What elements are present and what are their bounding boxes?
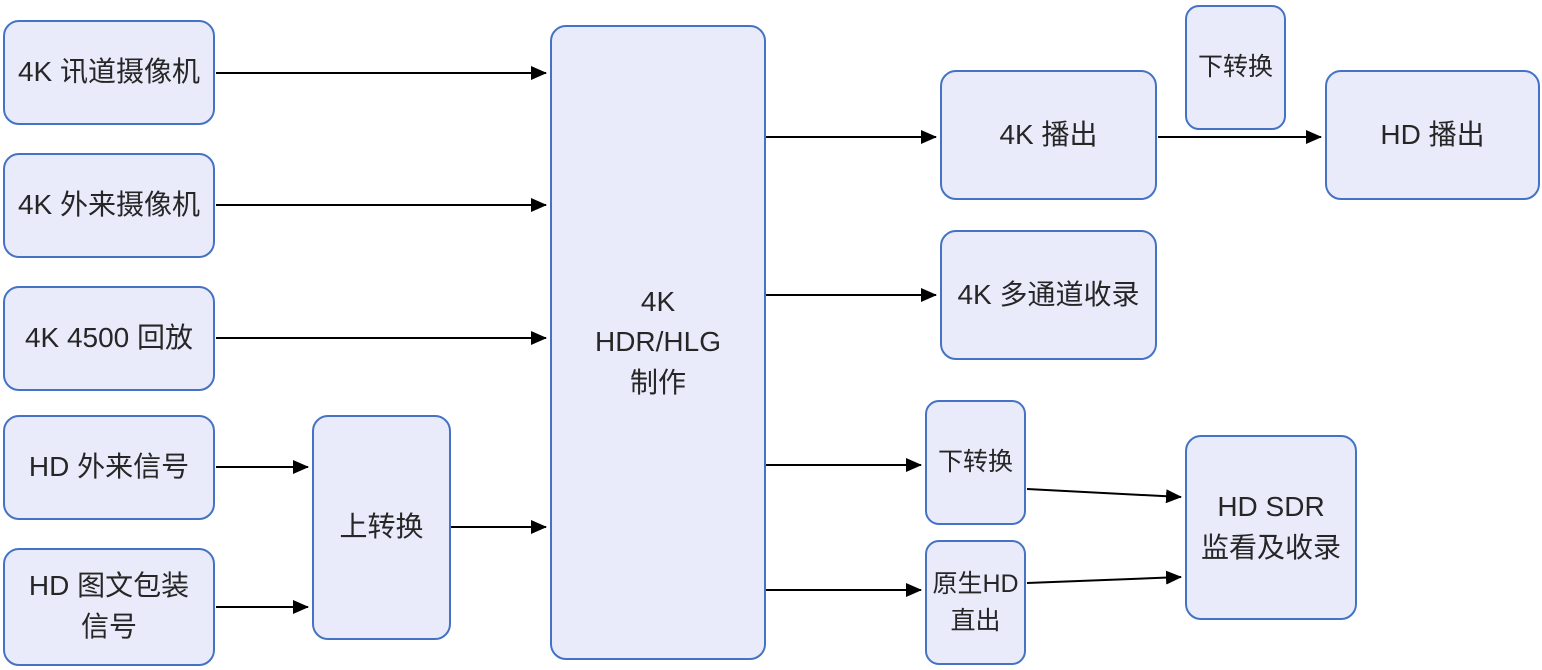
- node-hd-external-signal: HD 外来信号: [3, 415, 215, 520]
- arrow-downconvert-to-hd-sdr: [1026, 488, 1182, 504]
- node-label: 4K 播出: [999, 118, 1098, 150]
- node-label: 4K 外来摄像机: [17, 189, 201, 221]
- node-hd-broadcast: HD 播出: [1325, 70, 1540, 200]
- node-label: 下转换: [1197, 53, 1273, 82]
- node-label: 下转换: [937, 448, 1013, 477]
- node-4k-broadcast: 4K 播出: [940, 70, 1157, 200]
- node-label: 4K 多通道收录: [957, 278, 1140, 310]
- node-label: HD 外来信号: [28, 451, 190, 483]
- node-down-convert-top: 下转换: [1185, 5, 1286, 130]
- node-4k-multichannel-record: 4K 多通道收录: [940, 230, 1157, 360]
- node-4k-channel-camera: 4K 讯道摄像机: [3, 20, 215, 125]
- node-label: HDR/HLG: [594, 326, 721, 358]
- node-label: 信号: [80, 611, 137, 642]
- node-label: 上转换: [339, 511, 424, 543]
- node-label: 4K: [640, 285, 676, 317]
- node-up-convert: 上转换: [312, 415, 451, 640]
- node-4k-hdr-hlg-production: 4K HDR/HLG 制作: [550, 25, 766, 660]
- node-label: HD 图文包装: [28, 570, 190, 602]
- node-label: 4K 4500 回放: [24, 322, 194, 354]
- node-label: HD 播出: [1380, 118, 1485, 150]
- node-4k-external-camera: 4K 外来摄像机: [3, 153, 215, 258]
- node-label: 4K 讯道摄像机: [17, 56, 201, 88]
- node-label: 直出: [950, 606, 1001, 635]
- node-hd-graphics-signal: HD 图文包装 信号: [3, 548, 215, 666]
- node-label: 原生HD: [932, 570, 1019, 599]
- node-label: HD SDR: [1217, 490, 1325, 522]
- node-4k-4500-playback: 4K 4500 回放: [3, 286, 215, 391]
- node-hd-sdr-monitor-record: HD SDR 监看及收录: [1185, 435, 1357, 620]
- node-label: 监看及收录: [1200, 531, 1341, 563]
- arrow-native-hd-to-hd-sdr: [1026, 570, 1182, 585]
- node-native-hd-direct-out: 原生HD 直出: [925, 540, 1026, 665]
- node-down-convert-bottom: 下转换: [925, 400, 1026, 525]
- node-label: 制作: [629, 366, 686, 398]
